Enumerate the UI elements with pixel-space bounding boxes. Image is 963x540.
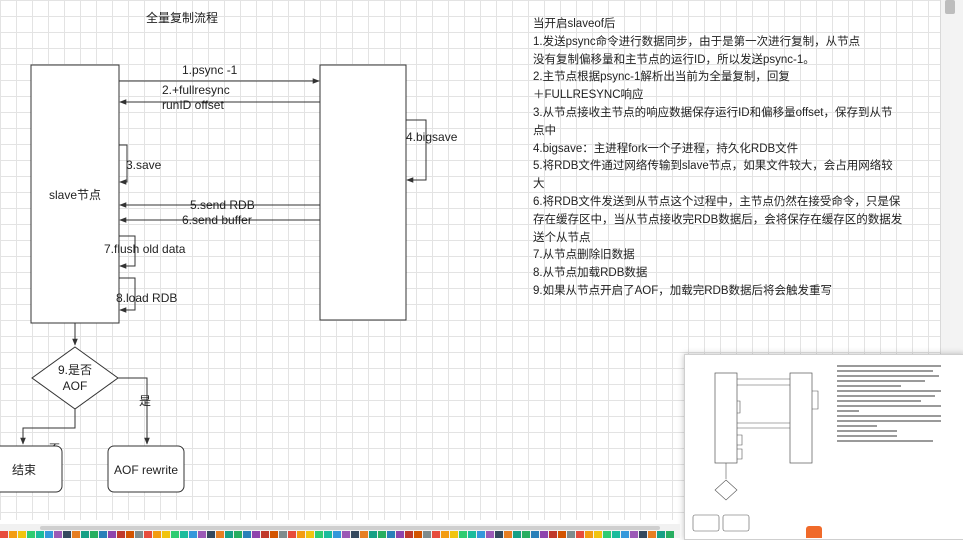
app-logo-icon (806, 526, 822, 538)
load-label: 8.load RDB (116, 291, 177, 305)
note-line: 9.如果从节点开启了AOF，加载完RDB数据后将会触发重写 (533, 284, 833, 297)
scrollbar-thumb[interactable] (40, 526, 660, 530)
note-line: 6.将RDB文件发送到从节点这个过程中，主节点仍然在接受命令，只是保 (533, 195, 901, 208)
save-loop (119, 144, 128, 185)
decision-label-2: AOF (63, 379, 88, 393)
flush-label: 7.flush old data (104, 242, 186, 256)
note-line: 8.从节点加载RDB数据 (533, 267, 648, 280)
send-rdb-label: 5.send RDB (190, 198, 255, 212)
note-line: 7.从节点删除旧数据 (533, 249, 635, 262)
note-line: 3.从节点接收主节点的响应数据保存运行ID和偏移量offset，保存到从节 (533, 106, 893, 119)
note-line: 送个从节点 (533, 231, 591, 244)
note-line: 4.bigsave：主进程fork一个子进程，持久化RDB文件 (533, 142, 799, 155)
diagram-title: 全量复制流程 (146, 10, 218, 25)
aof-rewrite-label: AOF rewrite (114, 463, 178, 477)
save-label: 3.save (126, 158, 162, 172)
master-node[interactable] (319, 64, 407, 321)
aof-decision[interactable] (31, 346, 119, 410)
slave-node-label: slave节点 (49, 188, 101, 202)
psync-label: 1.psync -1 (182, 63, 238, 77)
bigsave-label: 4.bigsave (406, 130, 458, 144)
note-line: 1.发送psync命令进行数据同步，由于是第一次进行复制，从节点 (533, 35, 861, 48)
fullresync-label: 2.+fullresync (162, 83, 230, 97)
no-arrow (20, 409, 76, 445)
send-buffer-label: 6.send buffer (182, 213, 252, 227)
flowchart: 全量复制流程 slave节点 1.psync -1 2.+fullresync … (0, 10, 458, 493)
yes-arrow (118, 377, 150, 445)
load-loop (119, 277, 136, 313)
note-line: 存在缓存区中，当从节点接收完RDB数据后，会将保存在缓存区的数据发 (533, 213, 903, 226)
note-line: 5.将RDB文件通过网络传输到slave节点，如果文件较大，会占用网络较 (533, 160, 893, 173)
aof-rewrite-node[interactable] (107, 445, 185, 493)
note-line: ＋FULLRESYNC响应 (533, 89, 644, 102)
note-line: 2.主节点根据psync-1解析出当前为全量复制，回复 (533, 71, 790, 84)
yes-label: 是 (139, 394, 151, 408)
note-line: 点中 (533, 124, 556, 137)
end-node[interactable] (0, 445, 63, 493)
scrollbar-thumb[interactable] (945, 0, 955, 14)
decision-label-1: 9.是否 (58, 363, 92, 377)
end-node-label: 结束 (12, 463, 36, 477)
canvas-grid (0, 0, 940, 520)
notes-panel: 当开启slaveof后 1.发送psync命令进行数据同步，由于是第一次进行复制… (533, 16, 905, 301)
bigsave-loop (406, 119, 427, 183)
minimap-preview (692, 365, 941, 532)
note-line: 没有复制偏移量和主节点的运行ID，所以发送psync-1。 (533, 53, 815, 66)
note-line: 大 (533, 178, 545, 191)
flush-loop (119, 235, 136, 269)
note-line: 当开启slaveof后 (533, 18, 616, 30)
fullresync-label-2: runID offset (162, 98, 224, 112)
color-palette[interactable] (0, 531, 675, 538)
minimap[interactable] (684, 354, 963, 540)
